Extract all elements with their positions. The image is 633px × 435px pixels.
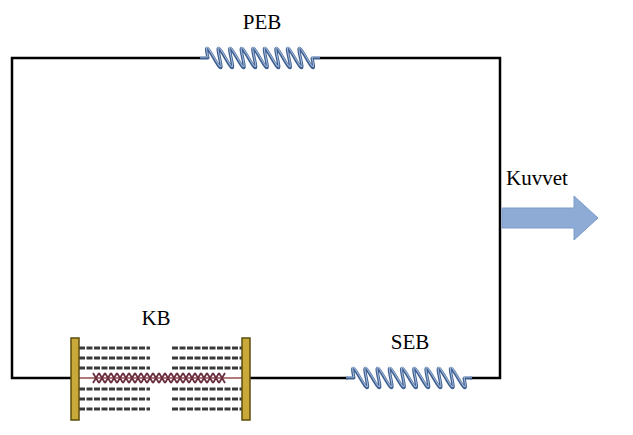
- myosin-head: [111, 373, 117, 383]
- actin-filament: [79, 367, 150, 370]
- actin-filament: [79, 388, 150, 391]
- actin-filament: [79, 408, 150, 411]
- myosin-head: [171, 373, 177, 383]
- z-plate: [71, 338, 79, 420]
- myosin-head: [201, 373, 207, 383]
- actin-filament: [172, 398, 242, 401]
- z-plate: [242, 338, 250, 420]
- force-arrow-shape: [502, 196, 598, 240]
- myosin-head: [129, 373, 135, 383]
- contractile-label: KB: [141, 306, 170, 330]
- myosin-head: [135, 373, 141, 383]
- myosin-head: [189, 373, 195, 383]
- spring-label: PEB: [243, 10, 282, 34]
- actin-filament: [172, 408, 242, 411]
- spring-group: [200, 47, 472, 387]
- myosin-head: [147, 373, 153, 383]
- actin-filament: [79, 347, 150, 350]
- spring-symbol: [200, 48, 320, 67]
- myosin-head: [141, 373, 147, 383]
- myosin-head: [183, 373, 189, 383]
- spring-label: SEB: [391, 330, 430, 354]
- myosin-head: [213, 373, 219, 383]
- actin-filament: [79, 398, 150, 401]
- myosin-head: [117, 373, 123, 383]
- right-wire: [320, 58, 500, 378]
- circuit-wire: [12, 58, 500, 378]
- spring-highlight: [346, 367, 472, 386]
- actin-filament: [172, 347, 242, 350]
- bottom-wire: [246, 377, 348, 380]
- myosin-head: [219, 373, 225, 383]
- force-label: Kuvvet: [506, 166, 568, 190]
- force-arrow: [502, 196, 598, 240]
- myosin-head: [159, 373, 165, 383]
- myosin-head: [165, 373, 171, 383]
- spring-highlight: [200, 47, 320, 66]
- myosin-head: [93, 373, 99, 383]
- myosin-head: [177, 373, 183, 383]
- actin-filament: [172, 367, 242, 370]
- left-wire: [12, 58, 200, 378]
- myosin-head: [195, 373, 201, 383]
- spring-symbol: [346, 368, 472, 387]
- contractile-element: [71, 338, 250, 420]
- actin-filament: [172, 357, 242, 360]
- actin-filament: [172, 388, 242, 391]
- myosin-head: [105, 373, 111, 383]
- actin-filament: [79, 357, 150, 360]
- myosin-head: [207, 373, 213, 383]
- filaments: [79, 348, 242, 409]
- myosin-head: [123, 373, 129, 383]
- myosin-head: [99, 373, 105, 383]
- myosin-head: [153, 373, 159, 383]
